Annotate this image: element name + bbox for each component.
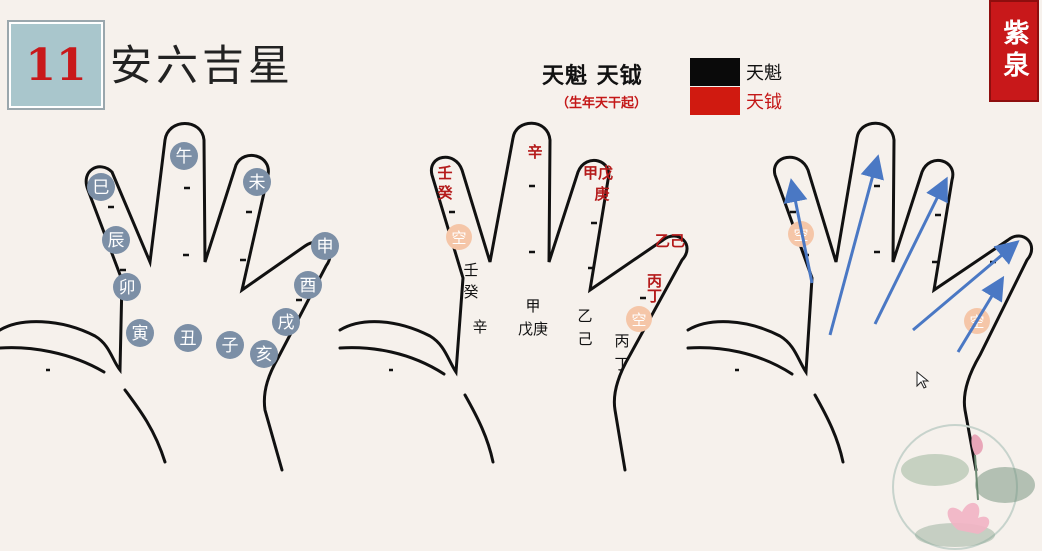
lesson-number-box: 11 [9, 22, 103, 108]
position-label: 卯 [119, 278, 136, 298]
position-chen: 辰 [102, 226, 130, 254]
hand-3-arrows [783, 154, 1020, 353]
arrow [912, 240, 1020, 332]
arrow [873, 176, 948, 325]
lesson-number: 11 [25, 39, 87, 91]
void-label: 空 [451, 229, 466, 247]
position-label: 子 [222, 336, 239, 356]
stem-label-black: 丙 [614, 332, 629, 350]
hand-1-ticks [46, 186, 302, 372]
arrow [783, 178, 814, 284]
arrow [828, 154, 884, 336]
position-you: 酉 [294, 271, 322, 299]
arrow [956, 275, 1005, 353]
position-label: 巳 [93, 178, 110, 198]
position-yin: 寅 [126, 319, 154, 347]
position-xu: 戌 [272, 308, 300, 336]
stem-label-red: 癸 [436, 184, 453, 202]
stem-label-black: 甲 [525, 297, 540, 315]
position-label: 申 [317, 237, 334, 257]
legend-swatch-red [690, 87, 740, 115]
position-shen: 申 [311, 232, 339, 260]
legend-label-yue: 天钺 [746, 92, 782, 113]
stem-label-black: 戊庚 [518, 320, 548, 338]
hand-2-void-circles: 空 空 [446, 224, 652, 332]
position-chou: 丑 [174, 324, 202, 352]
position-label: 辰 [108, 231, 125, 251]
seal-stamp: 紫泉 [989, 0, 1039, 102]
hand-2-red-labels: 壬 癸 辛 甲戊 庚 乙己 丙丁 [436, 143, 685, 304]
stem-label-black: 丁 [614, 355, 629, 373]
hand-1-outline [0, 122, 332, 472]
hand-1-position-circles: 巳 辰 卯 寅 午 丑 子 未 亥 戌 酉 申 [87, 142, 339, 368]
stem-label-red: 甲戊 [583, 164, 613, 182]
stem-label-red: 乙己 [655, 232, 685, 250]
legend-subtitle: （生年天干起） [556, 96, 648, 111]
position-label: 午 [176, 147, 193, 167]
legend-swatch-black [690, 58, 740, 86]
hand-3-ticks [735, 184, 996, 372]
stem-label-red: 丙丁 [645, 273, 663, 304]
hand-3 [686, 121, 1034, 472]
hand-2 [338, 121, 689, 472]
position-mao: 卯 [113, 273, 141, 301]
cursor-icon [916, 370, 930, 389]
position-wei: 未 [243, 168, 271, 196]
position-label: 亥 [256, 345, 273, 365]
hand-1 [0, 122, 332, 472]
stem-label-red: 庚 [594, 185, 609, 203]
stem-label-black: 壬 [463, 261, 478, 279]
position-label: 酉 [300, 276, 317, 296]
position-label: 寅 [132, 324, 149, 344]
hand-2-outline [338, 121, 689, 472]
page-title: 安六吉星 [110, 41, 295, 90]
stem-label-red: 辛 [527, 143, 542, 161]
stem-label-red: 壬 [437, 164, 452, 182]
stem-label-black: 乙 [577, 307, 592, 325]
position-label: 未 [249, 173, 266, 193]
hand-3-void-circles: 空 空 [788, 221, 990, 334]
legend-title: 天魁 天钺 [542, 63, 643, 89]
stem-label-black: 辛 [472, 318, 487, 336]
hand-2-black-labels: 壬 癸 辛 甲 戊庚 乙 己 丙 丁 [463, 261, 629, 373]
void-label: 空 [631, 311, 646, 329]
stem-label-black: 癸 [463, 283, 478, 301]
position-label: 丑 [180, 329, 197, 349]
hand-2-ticks [389, 184, 646, 372]
position-wu: 午 [170, 142, 198, 170]
seal-text: 紫泉 [999, 19, 1029, 83]
stem-label-black: 己 [577, 330, 592, 348]
position-label: 戌 [278, 313, 295, 333]
position-hai: 亥 [250, 340, 278, 368]
position-zi: 子 [216, 331, 244, 359]
legend-label-kui: 天魁 [746, 63, 782, 84]
lotus-decoration [892, 424, 1035, 550]
hand-3-outline [686, 121, 1034, 472]
position-si: 巳 [87, 173, 115, 201]
